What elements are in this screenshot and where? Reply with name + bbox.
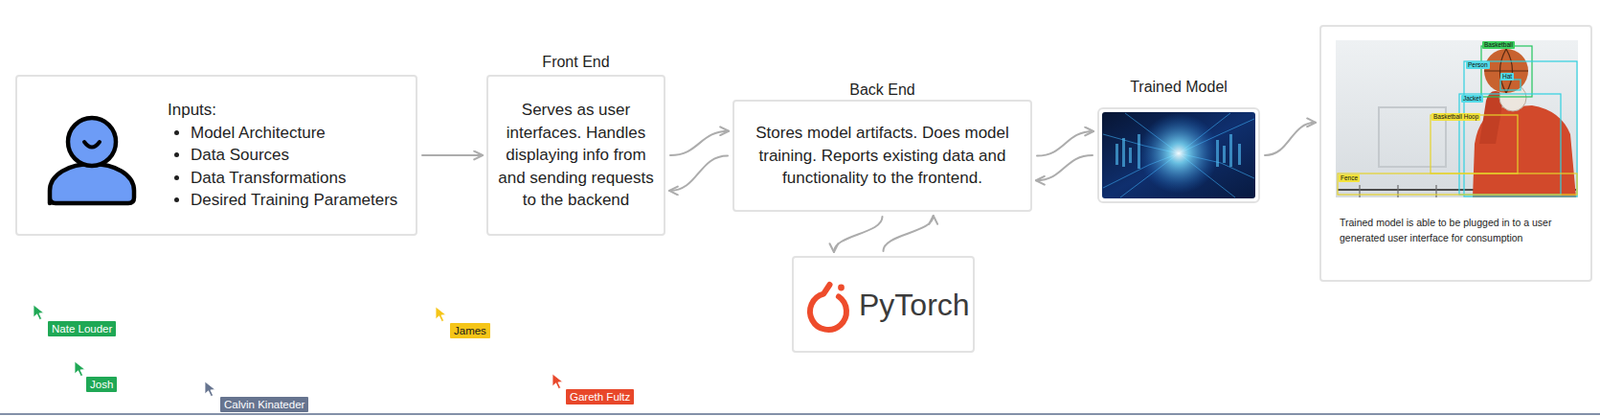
section-heading: Trained Model bbox=[1041, 77, 1316, 97]
flow-connector bbox=[1264, 122, 1316, 156]
flow-connector bbox=[1036, 155, 1093, 181]
flow-connector bbox=[1036, 131, 1094, 157]
photo-fence-posts bbox=[1359, 184, 1437, 198]
input-list: Inputs:Model ArchitectureData SourcesDat… bbox=[167, 98, 412, 212]
list-item: Data Transformations bbox=[190, 166, 412, 190]
cursor-arrow bbox=[435, 306, 447, 322]
detection-tag: Basketball bbox=[1482, 41, 1515, 49]
library-box: PyTorch bbox=[791, 255, 975, 353]
cursor-arrow bbox=[33, 304, 45, 320]
bullet-list: Model ArchitectureData SourcesData Trans… bbox=[167, 121, 412, 212]
model-image-lines bbox=[1103, 112, 1255, 198]
section-heading: Front End bbox=[430, 52, 722, 72]
output-caption: Trained model is able to be plugged in t… bbox=[1339, 215, 1568, 246]
cursor-name-tag: Calvin Kinateder bbox=[220, 396, 309, 412]
cursor-name-tag: James bbox=[450, 322, 491, 339]
process-box: Front EndServes as user interfaces. Hand… bbox=[486, 74, 666, 236]
cursor-arrow bbox=[552, 373, 564, 389]
cursor-name-tag: Nate Louder bbox=[47, 320, 116, 337]
pytorch-logo-dot bbox=[837, 284, 845, 292]
flow-connector bbox=[669, 156, 728, 191]
pytorch-logo bbox=[810, 284, 847, 330]
input-box: Inputs:Model ArchitectureData SourcesDat… bbox=[15, 74, 418, 236]
model-box: Trained Model bbox=[1097, 107, 1261, 203]
cursor-name-tag: Gareth Fultz bbox=[565, 388, 634, 405]
list-item: Desired Training Parameters bbox=[190, 188, 412, 212]
cursor-arrow bbox=[74, 360, 86, 377]
cursor-arrow bbox=[204, 381, 216, 397]
flow-connector bbox=[422, 154, 483, 157]
flow-connector bbox=[670, 131, 729, 156]
output-photo bbox=[1335, 40, 1578, 198]
cursor-name-tag: Josh bbox=[86, 376, 117, 392]
detection-tag: Fence bbox=[1338, 174, 1360, 182]
detection-boxes bbox=[1337, 45, 1578, 197]
section-heading: Back End bbox=[676, 80, 1088, 100]
detection-tag: Basketball Hoop bbox=[1431, 112, 1481, 121]
detection-tag: Person bbox=[1465, 61, 1490, 69]
photo-ball-seams bbox=[1484, 48, 1529, 93]
user-body bbox=[49, 163, 135, 203]
list-item: Data Sources bbox=[190, 143, 412, 167]
user-smile bbox=[84, 141, 100, 148]
flow-connector bbox=[833, 216, 883, 252]
detection-tag: Jacket bbox=[1461, 94, 1484, 103]
photo-basketball bbox=[1484, 48, 1529, 93]
model-image bbox=[1102, 112, 1256, 199]
model-image-glow bbox=[1138, 112, 1219, 194]
library-name: PyTorch bbox=[858, 286, 970, 323]
box-description: Stores model artifacts. Does model train… bbox=[734, 121, 1031, 190]
box-description: Serves as user interfaces. Handles displ… bbox=[488, 98, 664, 212]
output-box: Trained model is able to be plugged in t… bbox=[1319, 24, 1593, 282]
bottom-rule bbox=[0, 412, 1600, 415]
user-head bbox=[67, 117, 116, 166]
detection-tag: Hat bbox=[1500, 72, 1514, 81]
flow-connector bbox=[883, 215, 934, 251]
process-box: Back EndStores model artifacts. Does mod… bbox=[732, 99, 1033, 212]
list-heading: Inputs: bbox=[167, 98, 412, 122]
list-item: Model Architecture bbox=[190, 121, 412, 145]
